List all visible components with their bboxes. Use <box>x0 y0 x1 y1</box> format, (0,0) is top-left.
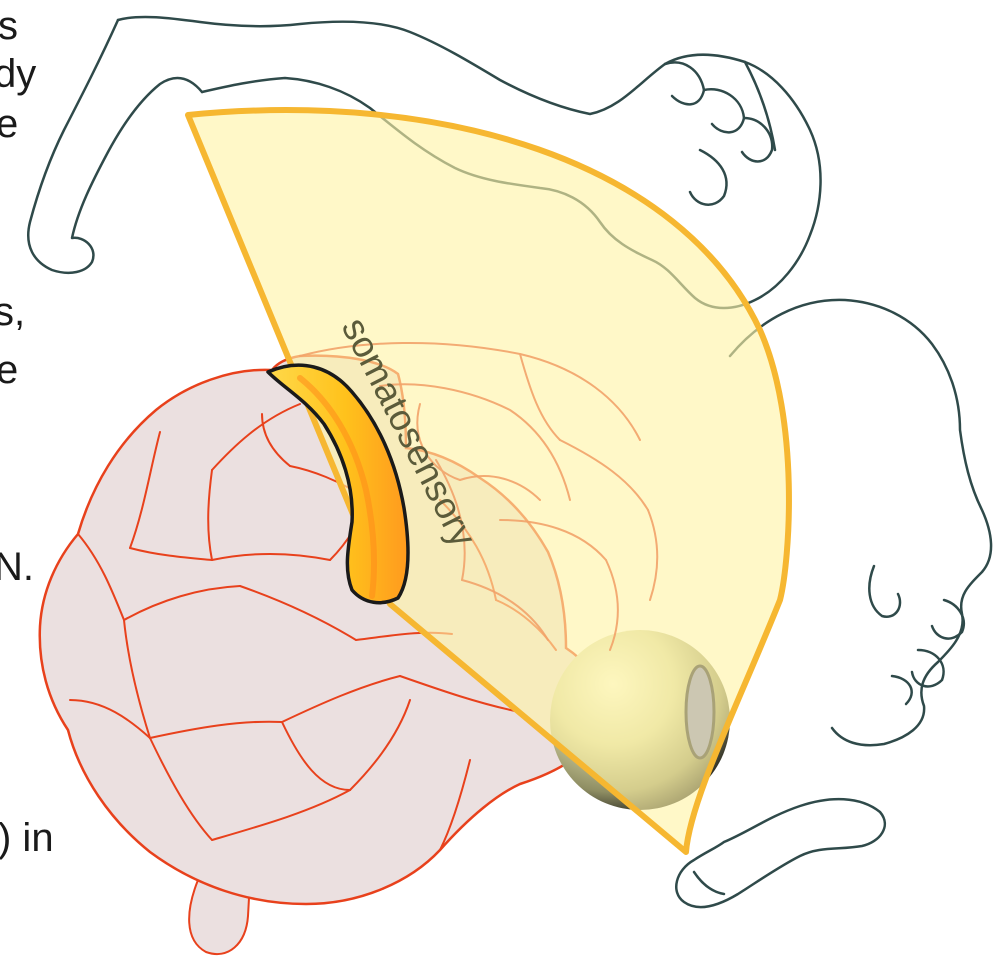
somatosensory-diagram: s dy e s, e N. ) in <box>0 0 1005 964</box>
diagram-canvas: somatosensory <box>0 0 1005 964</box>
